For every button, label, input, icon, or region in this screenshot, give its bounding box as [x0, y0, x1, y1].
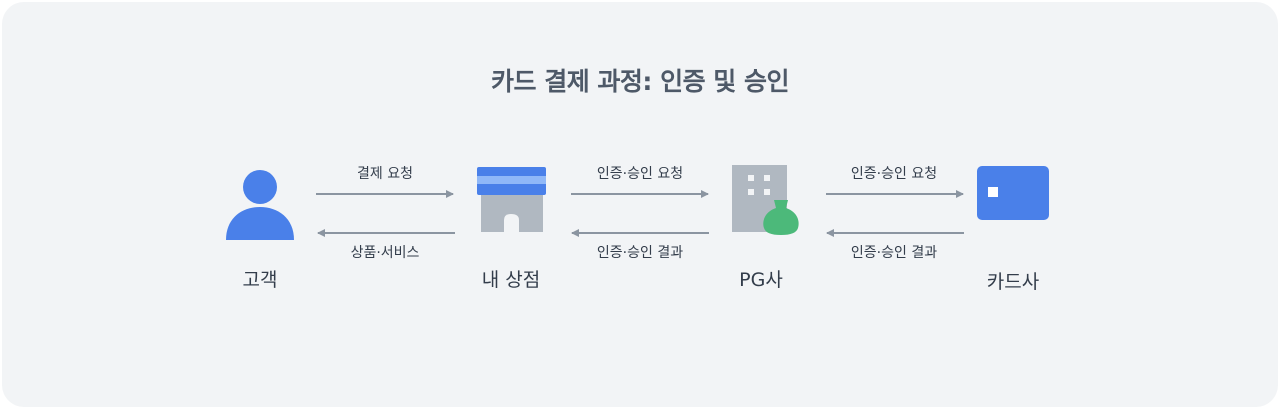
credit-card-icon	[977, 166, 1049, 220]
label-store-to-customer: 상품·서비스	[350, 245, 420, 261]
building-money-bag-icon	[732, 165, 799, 235]
storefront-icon	[477, 167, 546, 232]
label-customer-to-store: 결제 요청	[357, 166, 413, 182]
label-store-to-pg: 인증·승인 요청	[596, 166, 684, 182]
node-label-store: 내 상점	[481, 269, 541, 291]
node-label-card-company: 카드사	[986, 271, 1040, 293]
node-label-customer: 고객	[242, 269, 278, 291]
person-icon	[226, 170, 294, 240]
label-pg-to-store: 인증·승인 결과	[596, 245, 684, 261]
label-card-to-pg: 인증·승인 결과	[850, 245, 938, 261]
label-pg-to-card: 인증·승인 요청	[850, 166, 938, 182]
node-label-pg: PG사	[739, 269, 783, 291]
diagram-title: 카드 결제 과정: 인증 및 승인	[490, 67, 790, 96]
